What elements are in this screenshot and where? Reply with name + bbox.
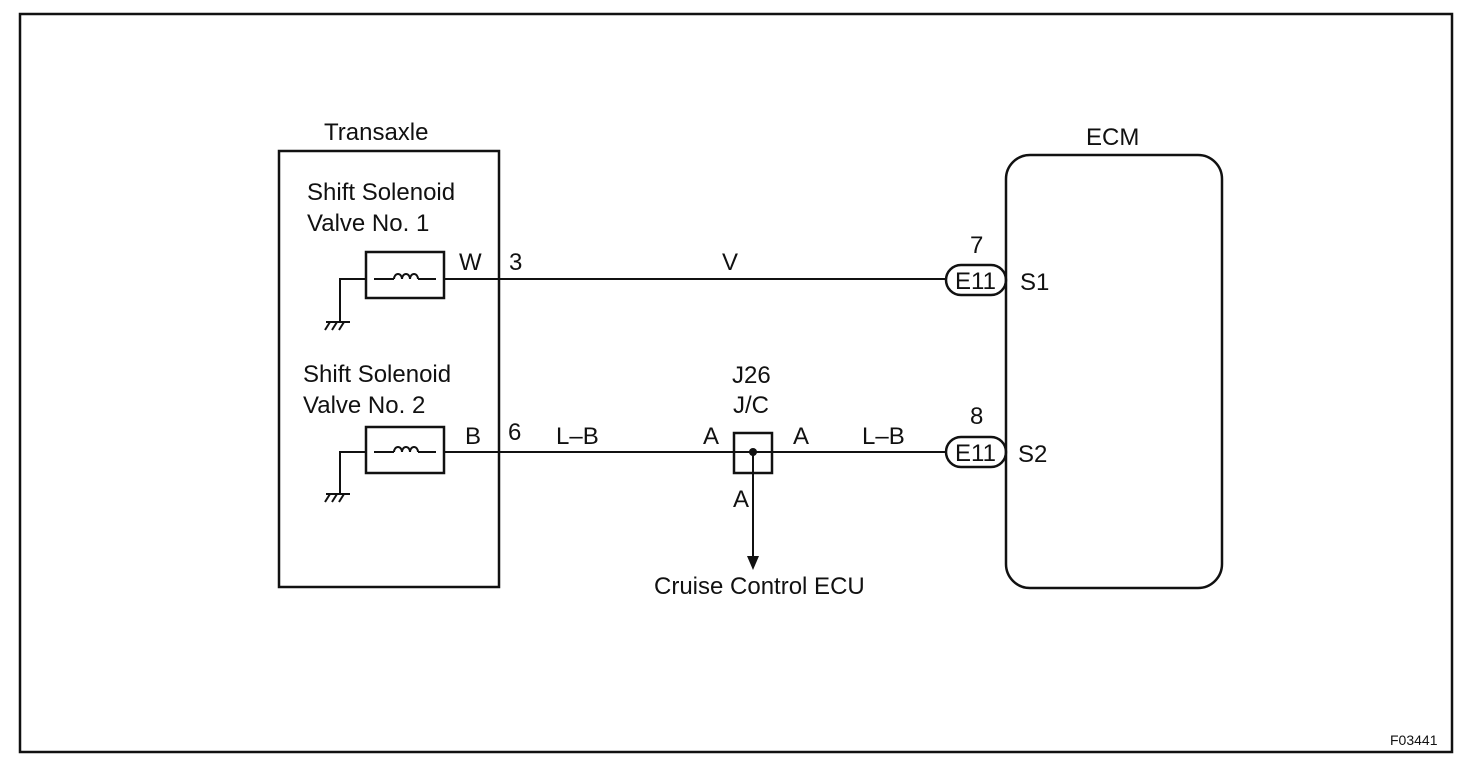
coil-icon bbox=[374, 273, 436, 280]
junction-pin-bottom: A bbox=[733, 486, 749, 513]
junction-pin-left: A bbox=[703, 423, 719, 450]
junction-id: J26 bbox=[732, 362, 771, 389]
ecm-title: ECM bbox=[1086, 124, 1139, 151]
solenoid2-label-line1: Shift Solenoid bbox=[303, 361, 451, 388]
coil-icon bbox=[374, 446, 436, 453]
solenoid2-wire-color: B bbox=[465, 423, 481, 450]
ecm-terminal-s1: S1 bbox=[1020, 269, 1049, 296]
ecm-connector1-pin: 7 bbox=[970, 232, 983, 259]
outer-frame bbox=[18, 12, 1454, 754]
solenoid2-ground-wire bbox=[339, 451, 366, 494]
solenoid1-pin: 3 bbox=[509, 249, 522, 276]
wire2-color-right: L–B bbox=[862, 423, 905, 450]
figure-code: F03441 bbox=[1390, 732, 1438, 748]
solenoid2-pin: 6 bbox=[508, 419, 521, 446]
ecm-connector2-pin: 8 bbox=[970, 403, 983, 430]
junction-type: J/C bbox=[733, 392, 769, 419]
solenoid2-label-line2: Valve No. 2 bbox=[303, 392, 425, 419]
solenoid1-wire-color: W bbox=[459, 249, 482, 276]
arrow-down-icon bbox=[747, 556, 759, 570]
solenoid1-label-line1: Shift Solenoid bbox=[307, 179, 455, 206]
solenoid1-ground-wire bbox=[339, 278, 366, 322]
junction-pin-right: A bbox=[793, 423, 809, 450]
ecm-connector1-code: E11 bbox=[955, 268, 996, 295]
ecm-connector2-code: E11 bbox=[955, 440, 996, 467]
ecm-box bbox=[1004, 153, 1224, 590]
wire2-color-left: L–B bbox=[556, 423, 599, 450]
ground-icon bbox=[324, 493, 350, 503]
wire1-color: V bbox=[722, 249, 738, 276]
solenoid1-label-line2: Valve No. 1 bbox=[307, 210, 429, 237]
solenoid1-body bbox=[364, 250, 446, 300]
cruise-ecu-label: Cruise Control ECU bbox=[654, 573, 865, 600]
solenoid2-body bbox=[364, 425, 446, 475]
ecm-terminal-s2: S2 bbox=[1018, 441, 1047, 468]
transaxle-box bbox=[277, 149, 501, 589]
transaxle-title: Transaxle bbox=[324, 119, 428, 146]
ground-icon bbox=[324, 321, 350, 331]
